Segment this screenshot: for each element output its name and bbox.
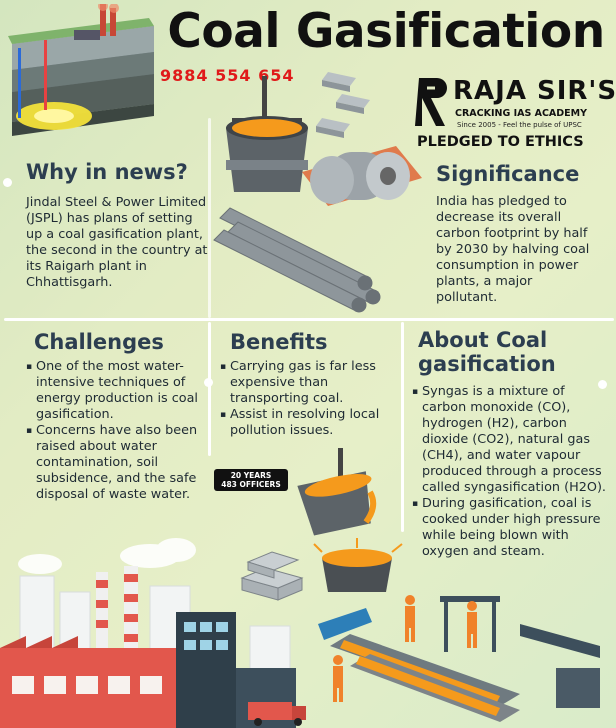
challenges-point: One of the most water-intensive techniqu…: [26, 359, 208, 423]
why-in-news-text: Jindal Steel & Power Limited (JSPL) has …: [26, 195, 208, 290]
about-point: Syngas is a mixture of carbon monoxide (…: [412, 384, 612, 496]
logo-tagline: PLEDGED TO ETHICS: [417, 134, 584, 150]
factory-scene: [0, 538, 600, 728]
bullet-dot: [204, 378, 213, 387]
pouring-ladle-icon: [297, 448, 403, 592]
ingot-stack-icon: [240, 551, 304, 601]
phone-number: 9884 554 654: [160, 66, 295, 85]
divider-right: [401, 322, 404, 532]
worker-icon: [333, 595, 477, 702]
significance-heading: Significance: [436, 162, 580, 186]
industrial-illustration: [213, 72, 422, 313]
about-list: Syngas is a mixture of carbon monoxide (…: [412, 384, 612, 560]
challenges-heading: Challenges: [34, 330, 164, 354]
divider-top: [4, 318, 614, 321]
page-title: Coal Gasification: [167, 4, 605, 59]
logo-since: Since 2005 - Feel the pulse of UPSC: [457, 121, 582, 129]
conveyor-machine-icon: [318, 596, 600, 722]
divider-left: [208, 322, 211, 456]
bullet-dot: [3, 178, 12, 187]
logo-academy: CRACKING IAS ACADEMY: [455, 108, 587, 119]
factory-icon: [0, 636, 178, 728]
benefits-point: Assist in resolving local pollution issu…: [220, 407, 400, 439]
ladle-icon: [226, 76, 308, 192]
divider-top-left: [208, 118, 211, 318]
ingot-icon: [316, 72, 370, 138]
significance-text: India has pledged to decrease its overal…: [436, 194, 590, 305]
challenges-list: One of the most water-intensive techniqu…: [26, 359, 208, 503]
mine-diagram-icon: [8, 4, 154, 136]
steel-coil-icon: [302, 146, 422, 206]
officers-badge: 20 YEARS 483 OFFICERS: [214, 469, 288, 491]
truck-icon: [248, 702, 306, 726]
rj-logo-icon: [415, 78, 447, 126]
benefits-list: Carrying gas is far less expensive than …: [220, 359, 400, 439]
academy-logo: RAJA SIR'S CRACKING IAS ACADEMY Since 20…: [413, 74, 616, 156]
badge-line2: 483 OFFICERS: [221, 480, 281, 489]
badge-line1: 20 YEARS: [230, 471, 272, 480]
pipes-icon: [213, 207, 381, 313]
logo-name: RAJA SIR'S: [453, 76, 616, 106]
chimney-icon: [96, 566, 138, 668]
why-in-news-heading: Why in news?: [26, 160, 188, 184]
benefits-point: Carrying gas is far less expensive than …: [220, 359, 400, 407]
challenges-point: Concerns have also been raised about wat…: [26, 423, 208, 503]
about-heading: About Coal gasification: [418, 328, 556, 376]
benefits-heading: Benefits: [230, 330, 328, 354]
about-point: During gasification, coal is cooked unde…: [412, 496, 612, 560]
